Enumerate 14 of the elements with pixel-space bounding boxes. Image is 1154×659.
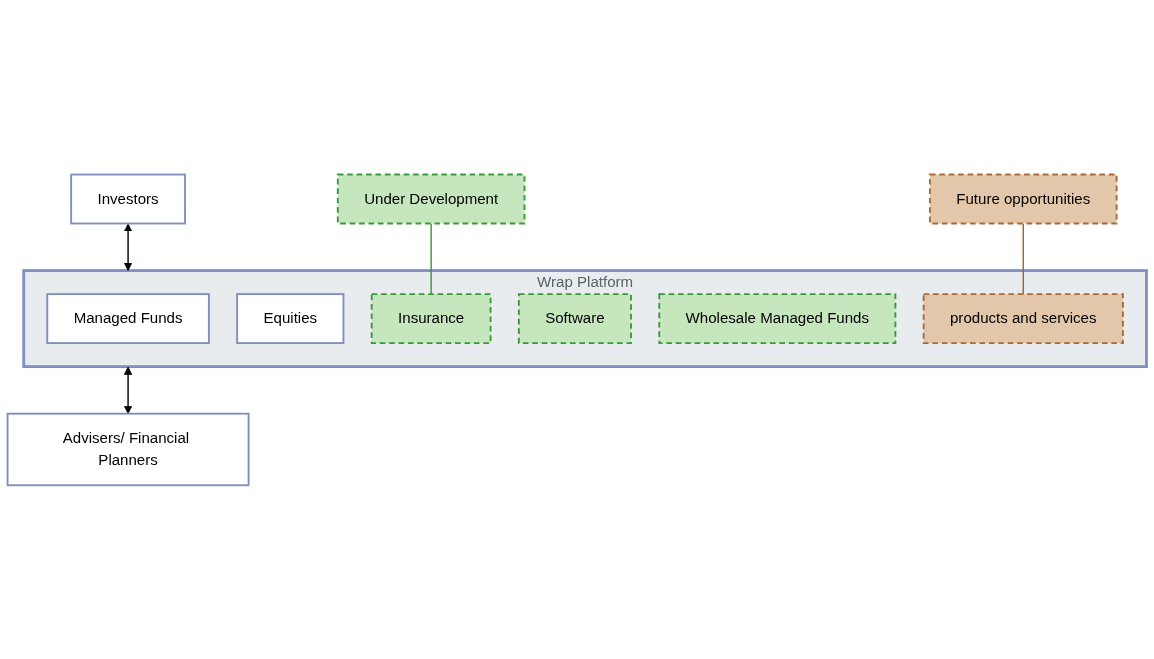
node-box: Managed Funds: [46, 292, 210, 344]
arrow: [123, 223, 133, 271]
node-box: Software: [517, 292, 632, 344]
node-box: Future opportunities: [928, 173, 1118, 225]
node-box: Insurance: [370, 292, 492, 344]
node-box: products and services: [922, 292, 1124, 344]
node-box: Investors: [70, 173, 186, 225]
connector: [430, 222, 432, 295]
node-box: Equities: [236, 292, 345, 344]
node-box: Advisers/ Financial Planners: [6, 412, 250, 486]
node-box: Under Development: [336, 173, 526, 225]
arrow: [123, 366, 133, 414]
connector: [1022, 222, 1024, 295]
node-box: Wholesale Managed Funds: [658, 292, 897, 344]
